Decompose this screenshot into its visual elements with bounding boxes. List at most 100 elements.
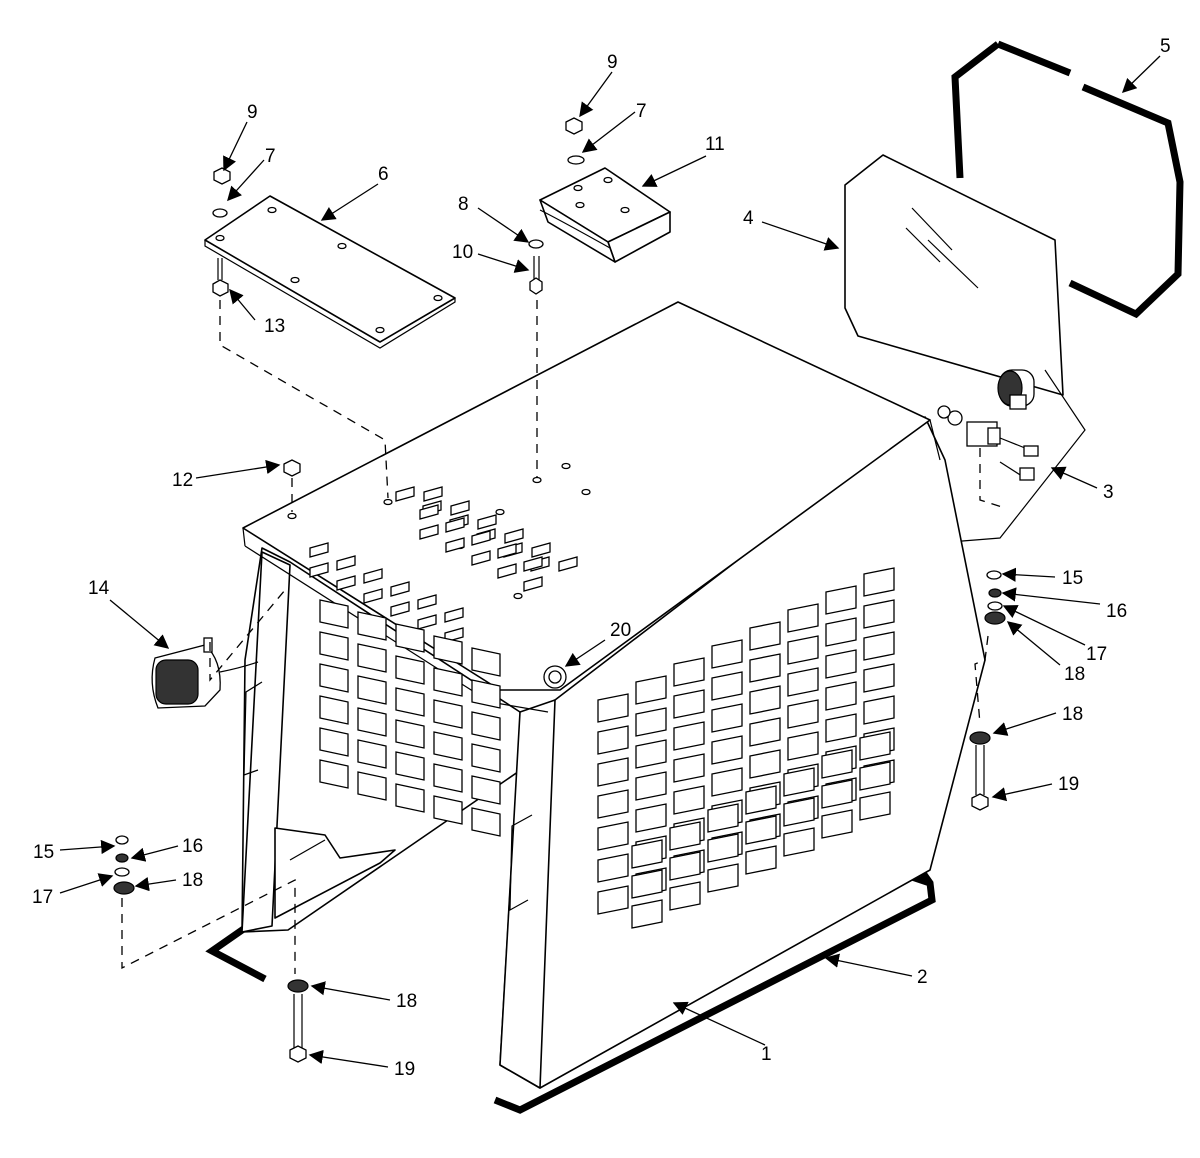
vent-slot xyxy=(863,663,895,693)
vent-slot xyxy=(821,749,853,779)
vent-slot xyxy=(669,851,701,881)
vent-slot xyxy=(363,588,383,604)
rear-window xyxy=(844,154,1064,410)
callout-7-middle: 7 xyxy=(636,101,647,122)
vent-slot xyxy=(433,763,463,793)
vent-slot xyxy=(711,671,743,701)
vent-slot xyxy=(635,707,667,737)
vent-slot xyxy=(357,771,387,801)
vent-slot xyxy=(433,731,463,761)
bottom-gasket-left xyxy=(205,925,267,983)
vent-slot xyxy=(825,649,857,679)
vent-slot xyxy=(859,731,891,761)
vent-slot xyxy=(395,655,425,685)
vent-slot xyxy=(707,863,739,893)
callout-18-right-lower: 18 xyxy=(1062,704,1083,725)
callout-5: 5 xyxy=(1160,36,1171,57)
vent-slot xyxy=(419,504,439,520)
vent-slot xyxy=(497,563,517,579)
callout-16-left: 16 xyxy=(182,836,203,857)
vent-slot xyxy=(597,853,629,883)
vent-slot xyxy=(471,679,501,709)
vent-slot xyxy=(597,789,629,819)
vent-slot xyxy=(707,803,739,833)
rear-gasket xyxy=(951,40,1184,319)
vent-slot xyxy=(417,614,437,630)
vent-slot xyxy=(669,821,701,851)
vent-slot xyxy=(433,699,463,729)
vent-slot xyxy=(395,687,425,717)
vent-slot xyxy=(635,803,667,833)
vent-slot xyxy=(497,543,517,559)
vent-slot xyxy=(863,599,895,629)
vent-slot xyxy=(597,725,629,755)
vent-slot xyxy=(558,556,578,572)
vent-slot xyxy=(433,635,463,665)
vent-slot xyxy=(787,603,819,633)
vent-slot xyxy=(825,585,857,615)
vent-slot xyxy=(821,779,853,809)
hardware-stacks xyxy=(113,117,1006,1063)
vent-slot xyxy=(445,517,465,533)
callout-18-right-upper: 18 xyxy=(1064,664,1085,685)
vent-slot xyxy=(673,657,705,687)
vent-slot xyxy=(309,562,329,578)
vent-slot xyxy=(597,885,629,915)
callout-12: 12 xyxy=(172,470,193,491)
vent-slot xyxy=(711,639,743,669)
rear-vent-slots xyxy=(319,599,501,837)
vent-slot xyxy=(863,631,895,661)
callout-19-left: 19 xyxy=(394,1059,415,1080)
vent-slot xyxy=(669,881,701,911)
vent-slot xyxy=(433,795,463,825)
vent-slot xyxy=(631,899,663,929)
vent-slot xyxy=(523,576,543,592)
vent-slot xyxy=(673,689,705,719)
vent-slot xyxy=(445,537,465,553)
callout-18-left-upper: 18 xyxy=(182,870,203,891)
vent-slot xyxy=(531,542,551,558)
callout-2: 2 xyxy=(917,967,928,988)
vent-slot xyxy=(390,601,410,617)
callout-1: 1 xyxy=(761,1044,772,1065)
vent-slot xyxy=(749,685,781,715)
vent-slot xyxy=(787,731,819,761)
vent-slot xyxy=(673,753,705,783)
vent-slot xyxy=(749,621,781,651)
callout-18-left-lower: 18 xyxy=(396,991,417,1012)
callout-11: 11 xyxy=(705,134,725,155)
vent-slot xyxy=(863,567,895,597)
vent-slot xyxy=(631,869,663,899)
vent-slot xyxy=(745,845,777,875)
vent-slot xyxy=(319,759,349,789)
vent-slot xyxy=(471,711,501,741)
vent-slot xyxy=(635,739,667,769)
vent-slot xyxy=(419,524,439,540)
vent-slot xyxy=(711,767,743,797)
roof-vent-slots xyxy=(309,486,578,643)
callout-9-left: 9 xyxy=(247,102,258,123)
vent-slot xyxy=(631,839,663,869)
vent-slot xyxy=(471,530,491,546)
vent-slot xyxy=(711,703,743,733)
vent-slot xyxy=(319,695,349,725)
vent-slot xyxy=(783,827,815,857)
callout-17-left: 17 xyxy=(32,887,53,908)
vent-slot xyxy=(783,797,815,827)
callout-16-right: 16 xyxy=(1106,601,1127,622)
vent-slot xyxy=(787,667,819,697)
vent-slot xyxy=(821,809,853,839)
vent-slot xyxy=(357,707,387,737)
vent-slot xyxy=(357,675,387,705)
vent-slot xyxy=(390,581,410,597)
vent-slot xyxy=(523,556,543,572)
vent-slot xyxy=(825,681,857,711)
vent-slot xyxy=(319,663,349,693)
vent-slot xyxy=(450,500,470,516)
mounting-block xyxy=(539,167,671,263)
vent-slot xyxy=(825,713,857,743)
side-vent-slots xyxy=(597,567,895,929)
callout-20: 20 xyxy=(610,620,631,641)
vent-slot xyxy=(319,727,349,757)
